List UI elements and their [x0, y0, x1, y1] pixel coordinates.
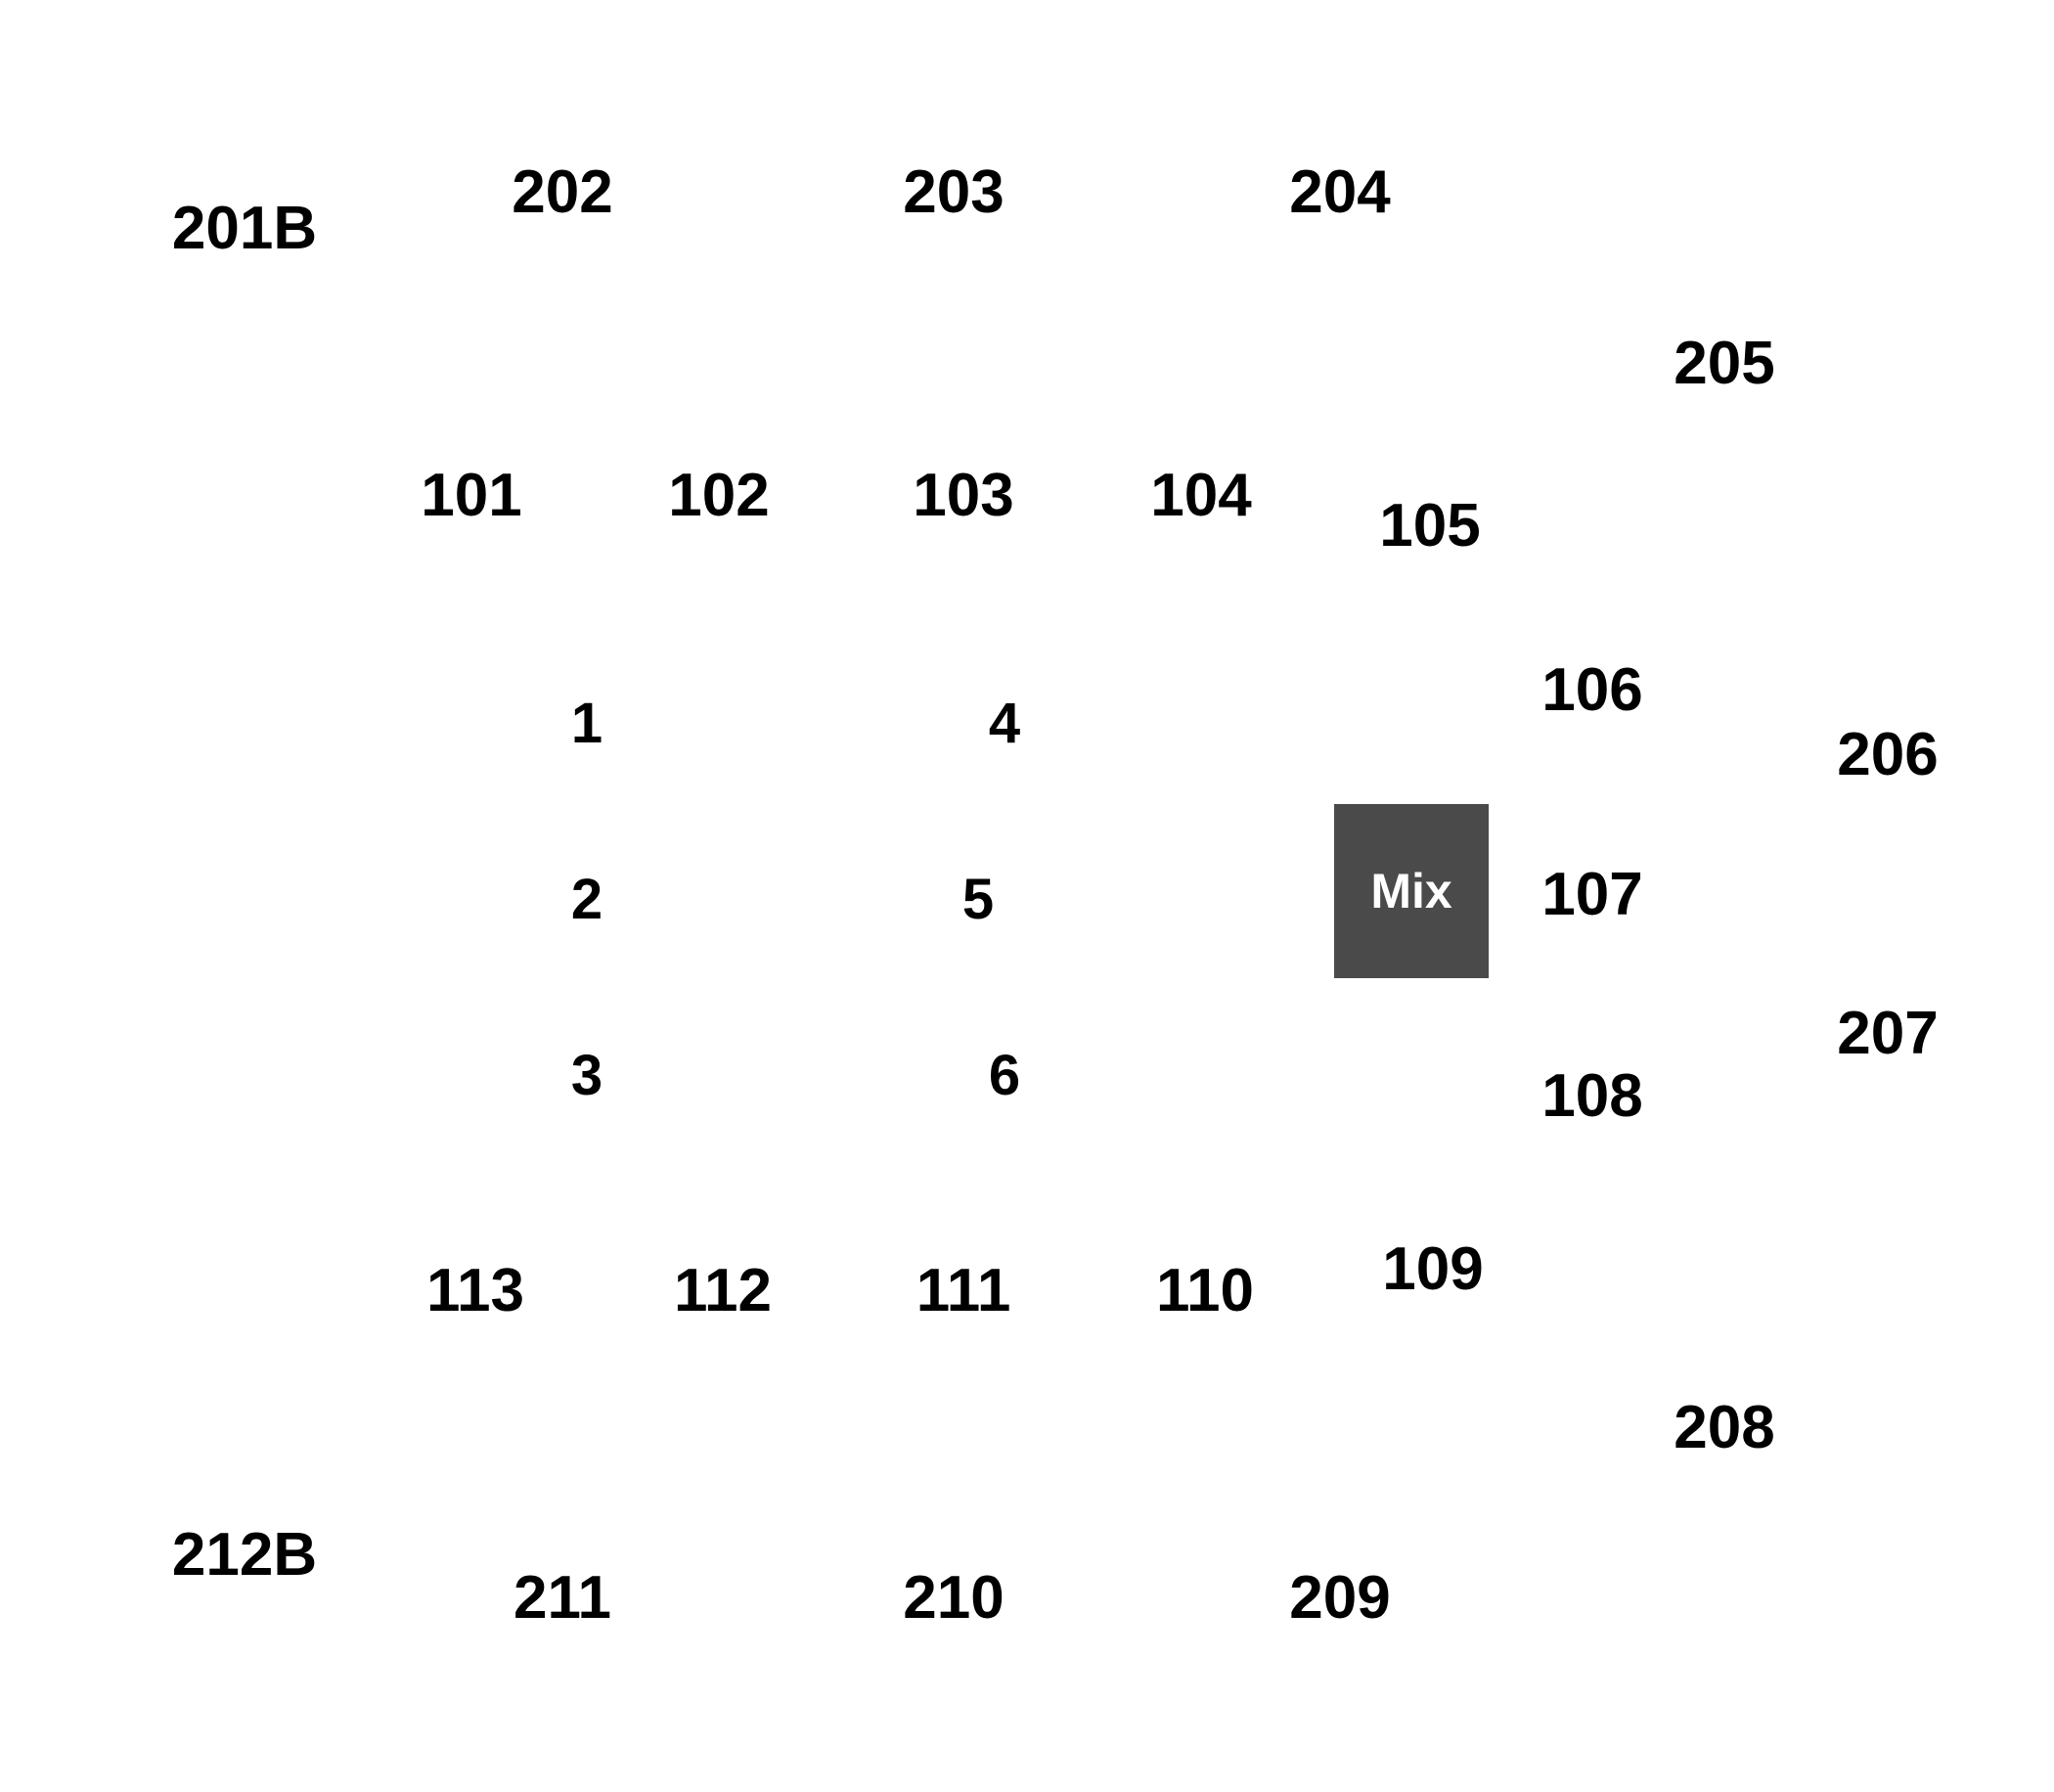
section-201b[interactable]: 201B [171, 195, 318, 262]
section-103[interactable]: 103 [913, 462, 1014, 529]
section-floor-5[interactable]: 5 [961, 868, 995, 931]
section-floor-1[interactable]: 1 [570, 692, 603, 755]
section-104[interactable]: 104 [1150, 462, 1252, 529]
section-110[interactable]: 110 [1155, 1257, 1255, 1324]
section-106[interactable]: 106 [1541, 656, 1643, 724]
section-112[interactable]: 112 [673, 1257, 773, 1324]
section-210[interactable]: 210 [903, 1564, 1005, 1632]
section-209[interactable]: 209 [1289, 1564, 1391, 1632]
section-206[interactable]: 206 [1837, 721, 1939, 788]
section-111[interactable]: 111 [915, 1257, 1011, 1324]
section-208[interactable]: 208 [1674, 1394, 1775, 1461]
section-floor-4[interactable]: 4 [988, 692, 1021, 755]
section-floor-6[interactable]: 6 [988, 1044, 1021, 1107]
section-205[interactable]: 205 [1674, 330, 1775, 397]
section-107[interactable]: 107 [1541, 861, 1643, 928]
section-105[interactable]: 105 [1379, 492, 1481, 560]
section-102[interactable]: 102 [668, 462, 770, 529]
section-212b[interactable]: 212B [171, 1521, 318, 1589]
mix-position[interactable]: Mix [1334, 804, 1489, 978]
section-floor-3[interactable]: 3 [570, 1044, 603, 1107]
section-108[interactable]: 108 [1541, 1062, 1643, 1130]
section-202[interactable]: 202 [512, 158, 613, 226]
section-207[interactable]: 207 [1837, 1000, 1939, 1067]
section-204[interactable]: 204 [1289, 158, 1391, 226]
section-211[interactable]: 211 [513, 1564, 612, 1632]
section-floor-2[interactable]: 2 [570, 868, 603, 931]
section-203[interactable]: 203 [903, 158, 1005, 226]
mix-label: Mix [1370, 864, 1452, 918]
section-113[interactable]: 113 [425, 1257, 525, 1324]
section-109[interactable]: 109 [1382, 1235, 1484, 1303]
section-101[interactable]: 101 [421, 462, 522, 529]
